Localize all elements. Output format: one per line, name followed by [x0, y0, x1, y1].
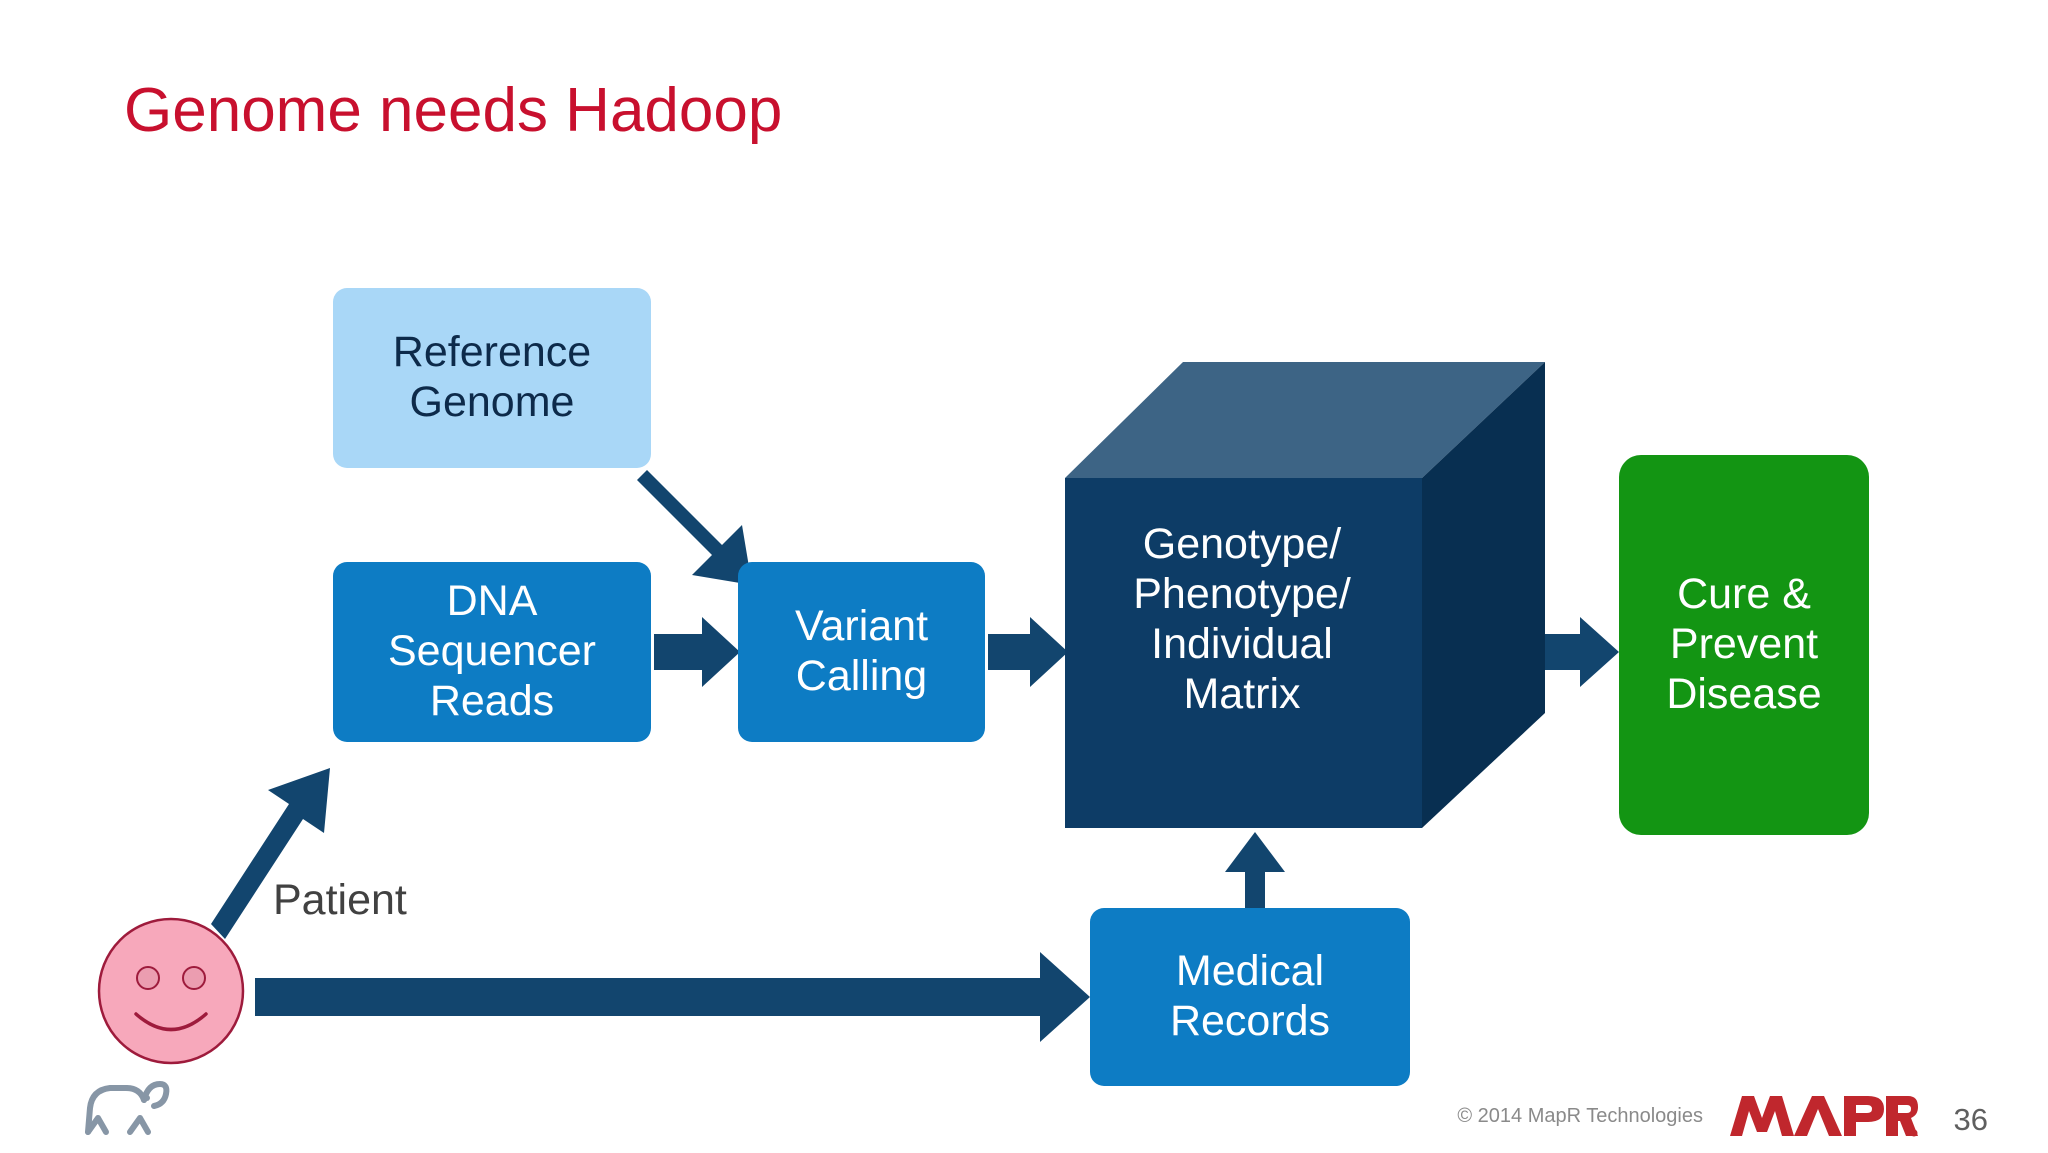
arrow-genotype-matrix-to-cure-prevent: [1537, 617, 1619, 687]
registered-mark-icon: [1910, 1129, 1918, 1137]
arrow-dna-reads-to-variant-calling: [654, 617, 740, 687]
arrow-variant-calling-to-genotype-matrix: [988, 617, 1068, 687]
slide-number: 36: [1953, 1102, 1988, 1137]
patient-smiley-face-icon[interactable]: [96, 916, 246, 1066]
node-reference-genome[interactable]: Reference Genome: [333, 288, 651, 468]
node-dna-sequencer-reads-label: DNA Sequencer Reads: [388, 577, 596, 725]
right-eye-icon: [182, 966, 206, 990]
face-circle: [97, 917, 245, 1065]
cube-top-face: [1065, 362, 1545, 478]
hadoop-elephant-icon: [85, 1081, 170, 1135]
page-title: Genome needs Hadoop: [124, 76, 783, 145]
arrow-reference-genome-to-variant-calling: [637, 470, 752, 585]
arrow-patient-to-medical-records: [255, 952, 1090, 1042]
node-cure-prevent-disease-label: Cure & Prevent Disease: [1666, 570, 1822, 718]
arrow-patient-to-dna-reads: [211, 768, 330, 939]
smile-icon: [134, 1012, 208, 1032]
elephant-eye-icon: [144, 1095, 150, 1101]
node-genotype-matrix-label: Genotype/ Phenotype/ Individual Matrix: [1133, 520, 1351, 718]
node-genotype-matrix-cube[interactable]: [1065, 358, 1545, 828]
node-dna-sequencer-reads[interactable]: DNA Sequencer Reads: [333, 562, 651, 742]
node-medical-records[interactable]: Medical Records: [1090, 908, 1410, 1086]
cube-right-face: [1422, 362, 1545, 828]
footer-copyright: © 2014 MapR Technologies: [1457, 1105, 1703, 1127]
patient-label: Patient: [273, 876, 407, 924]
arrow-medical-records-to-genotype-matrix: [1225, 832, 1285, 908]
node-medical-records-label: Medical Records: [1169, 947, 1331, 1045]
cube-front-face: [1065, 478, 1422, 828]
left-eye-icon: [136, 966, 160, 990]
node-reference-genome-label: Reference Genome: [392, 328, 592, 426]
node-variant-calling[interactable]: Variant Calling: [738, 562, 985, 742]
node-cure-prevent-disease[interactable]: Cure & Prevent Disease: [1619, 455, 1869, 835]
mapr-logo-icon: [1730, 1096, 1918, 1137]
node-variant-calling-label: Variant Calling: [794, 602, 929, 700]
